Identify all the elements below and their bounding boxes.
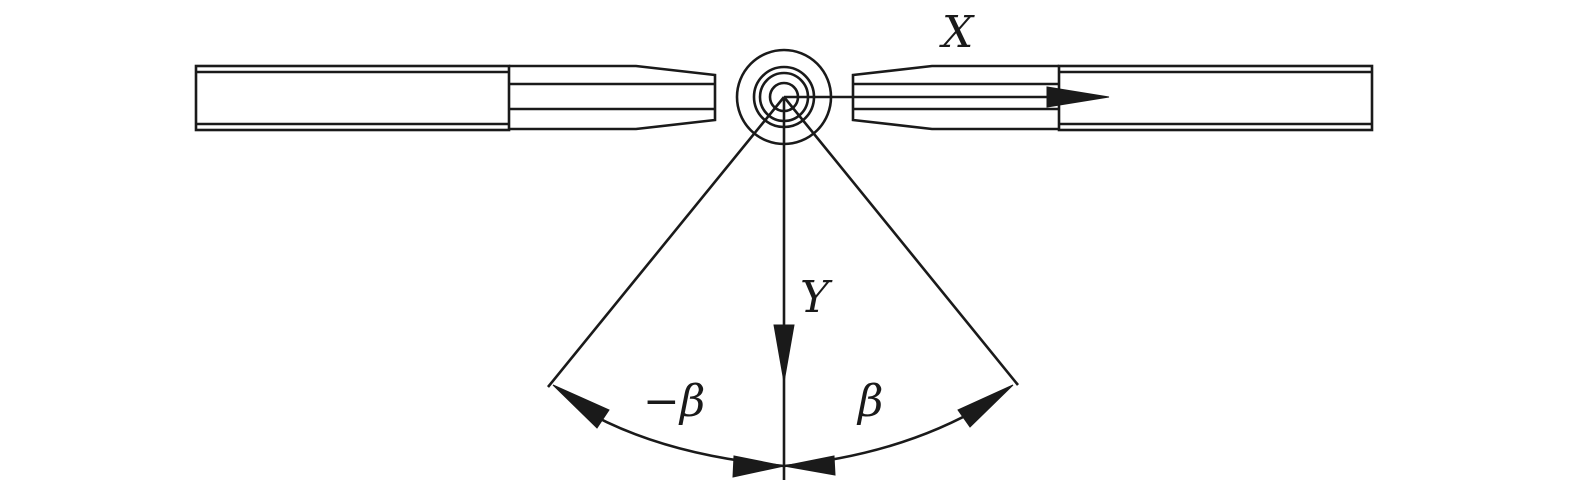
left-arm-outer-tube <box>194 64 511 132</box>
right-arm-outer-tube <box>1057 64 1374 132</box>
positive-angle-arc: β <box>783 376 1014 476</box>
positive-arc-path <box>783 403 986 468</box>
positive-arc-arrowhead-center <box>783 455 836 476</box>
x-axis: X <box>784 7 1110 108</box>
y-axis-label: Y <box>800 272 833 323</box>
negative-arc-arrowhead-center <box>732 455 785 478</box>
left-arm-tapered-section <box>509 64 717 131</box>
x-axis-label: X <box>939 7 975 58</box>
negative-arc-arrowhead-left <box>552 384 610 429</box>
negative-angle-arc: −β <box>552 376 785 478</box>
positive-angle-label: β <box>856 376 883 427</box>
x-axis-arrowhead <box>1046 86 1110 108</box>
y-axis: Y <box>773 97 833 480</box>
y-axis-arrowhead <box>773 324 795 383</box>
left-arm <box>194 64 717 132</box>
positive-arc-arrowhead-right <box>957 384 1014 428</box>
right-limit-line <box>782 96 1020 386</box>
left-limit-line <box>546 96 786 388</box>
negative-angle-label: −β <box>643 376 705 427</box>
